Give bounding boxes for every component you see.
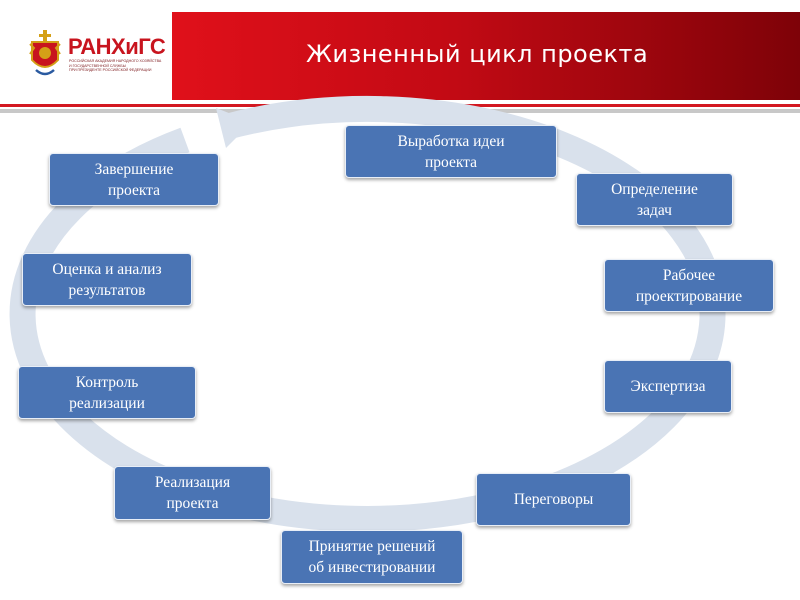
- page-title: Жизненный цикл проекта: [306, 40, 649, 68]
- stage-implementation: Реализация проекта: [114, 466, 271, 520]
- logo-subtitle: Российская академия народного хозяйства …: [69, 59, 162, 73]
- stage-idea-development: Выработка идеи проекта: [345, 125, 557, 178]
- stage-label: Экспертиза: [630, 378, 706, 395]
- stage-label: Определение задач: [611, 180, 698, 219]
- stage-results-evaluation: Оценка и анализ результатов: [22, 253, 192, 306]
- logo: РАНХиГС Российская академия народного хо…: [0, 0, 172, 100]
- stage-label: Выработка идеи проекта: [397, 132, 505, 171]
- stage-working-design: Рабочее проектирование: [604, 259, 774, 312]
- stage-label: Реализация проекта: [154, 474, 231, 512]
- stage-label: Переговоры: [513, 491, 594, 508]
- stage-investment-decision: Принятие решений об инвестировании: [281, 530, 463, 584]
- stage-task-definition: Определение задач: [576, 173, 733, 226]
- stage-negotiations: Переговоры: [476, 473, 631, 526]
- stage-label: Оценка и анализ результатов: [52, 260, 162, 299]
- ranepa-emblem-icon: [29, 30, 61, 76]
- title-bar: [172, 12, 800, 100]
- stage-label: Завершение проекта: [94, 160, 174, 199]
- stage-implementation-control: Контроль реализации: [18, 366, 196, 419]
- stage-label: Контроль реализации: [69, 373, 145, 412]
- stage-label: Принятие решений об инвестировании: [308, 538, 436, 576]
- stage-label: Рабочее проектирование: [635, 266, 743, 305]
- stage-project-completion: Завершение проекта: [49, 153, 219, 206]
- logo-name: РАНХиГС: [68, 34, 166, 59]
- stage-expertise: Экспертиза: [604, 360, 732, 413]
